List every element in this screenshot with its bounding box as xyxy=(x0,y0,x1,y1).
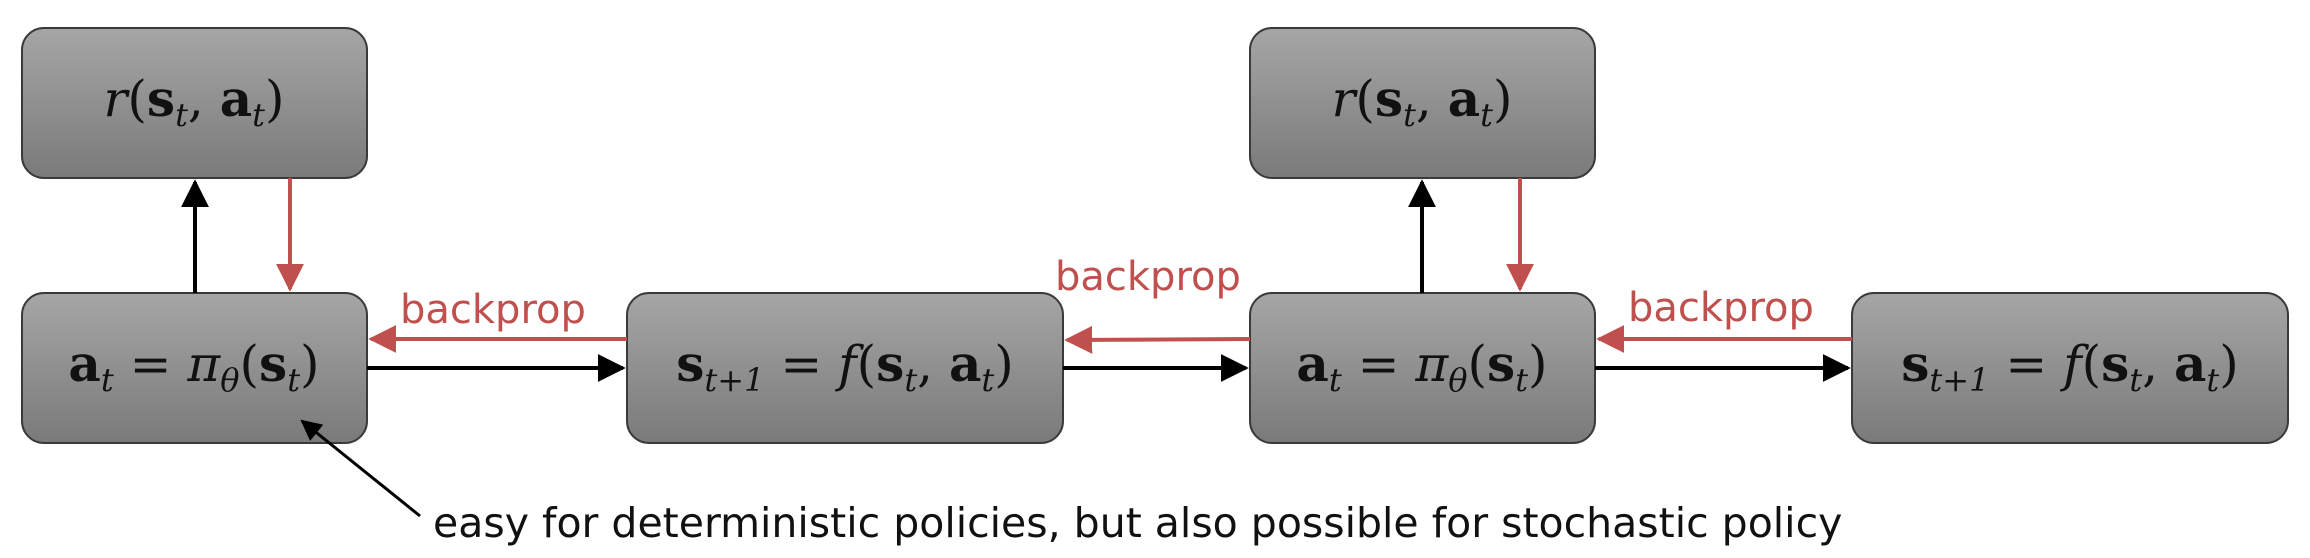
backprop-label-2: backprop xyxy=(1055,254,1241,300)
dynamics-box-2 xyxy=(1851,292,2289,444)
reward-formula-2: r(st, at) xyxy=(1331,69,1512,134)
dynamics-formula-2: st+1 = f(st, at) xyxy=(1901,334,2239,399)
annotation-text: easy for deterministic policies, but als… xyxy=(433,499,1842,547)
backprop-label-1: backprop xyxy=(400,287,586,333)
backprop-label-3: backprop xyxy=(1628,285,1814,331)
reward-box-1 xyxy=(21,27,368,179)
annotation-pointer-arrow xyxy=(300,419,421,518)
reward-formula-1: r(st, at) xyxy=(103,69,284,134)
policy-formula-1: at = πθ(st) xyxy=(68,334,319,399)
dynamics-formula-1: st+1 = f(st, at) xyxy=(676,334,1014,399)
backprop-arrow-2 xyxy=(1064,325,1251,354)
reward-box-2 xyxy=(1249,27,1596,179)
policy-formula-2: at = πθ(st) xyxy=(1296,334,1547,399)
